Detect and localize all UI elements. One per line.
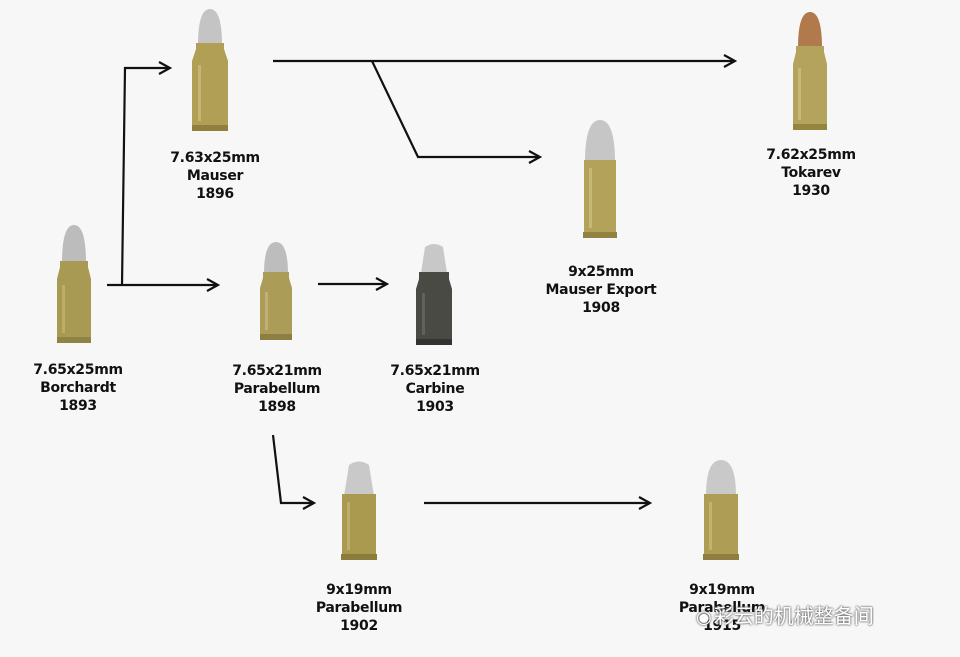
cartridge-carbine [416,244,452,345]
label-mauser-export: 9x25mm Mauser Export 1908 [546,263,657,317]
caliber-text: 7.63x25mm [170,150,260,166]
label-borchardt: 7.65x25mm Borchardt 1893 [33,361,123,415]
year-text: 1908 [582,300,620,316]
caliber-text: 7.65x25mm [33,362,123,378]
name-text: Tokarev [781,165,841,181]
year-text: 1896 [196,186,234,202]
name-text: Mauser [186,168,244,184]
label-9x19-1915: 9x19mm Parabellum 1915 [678,581,766,635]
label-9x19-1902: 9x19mm Parabellum 1902 [315,581,403,635]
arrow-mauser-to-export [371,60,540,157]
year-text: 1915 [703,618,741,634]
label-tokarev: 7.62x25mm Tokarev 1930 [766,146,856,200]
arrow-borchardt-to-mauser [120,68,170,286]
cartridge-mauser [192,9,228,131]
label-parabellum-765: 7.65x21mm Parabellum 1898 [232,362,322,416]
watermark: ◉彩云的机械整备间 [696,600,874,629]
cartridge-parabellum-765 [260,242,292,340]
label-carbine: 7.65x21mm Carbine 1903 [390,362,480,416]
name-text: Parabellum [315,600,403,616]
cartridge-9x19-1902 [341,461,377,560]
name-text: Parabellum [678,600,766,616]
year-text: 1898 [258,399,296,415]
cartridge-mauser-export [583,120,617,238]
year-text: 1893 [59,398,97,414]
arrow-parabellum-to-9mm [271,434,314,503]
caliber-text: 7.65x21mm [390,363,480,379]
name-text: Borchardt [40,380,116,396]
caliber-text: 9x25mm [568,264,634,280]
wechat-icon: ◉ [696,607,712,628]
cartridge-borchardt [57,225,91,343]
caliber-text: 9x19mm [326,582,392,598]
name-text: Carbine [405,381,465,397]
label-mauser: 7.63x25mm Mauser 1896 [170,149,260,203]
year-text: 1902 [340,618,378,634]
cartridge-tokarev [793,12,827,130]
name-text: Parabellum [233,381,321,397]
caliber-text: 9x19mm [689,582,755,598]
cartridge-9x19-1915 [703,460,739,560]
watermark-text: 彩云的机械整备间 [713,604,874,628]
year-text: 1903 [416,399,454,415]
caliber-text: 7.62x25mm [766,147,856,163]
caliber-text: 7.65x21mm [232,363,322,379]
name-text: Mauser Export [545,282,657,298]
year-text: 1930 [792,183,830,199]
